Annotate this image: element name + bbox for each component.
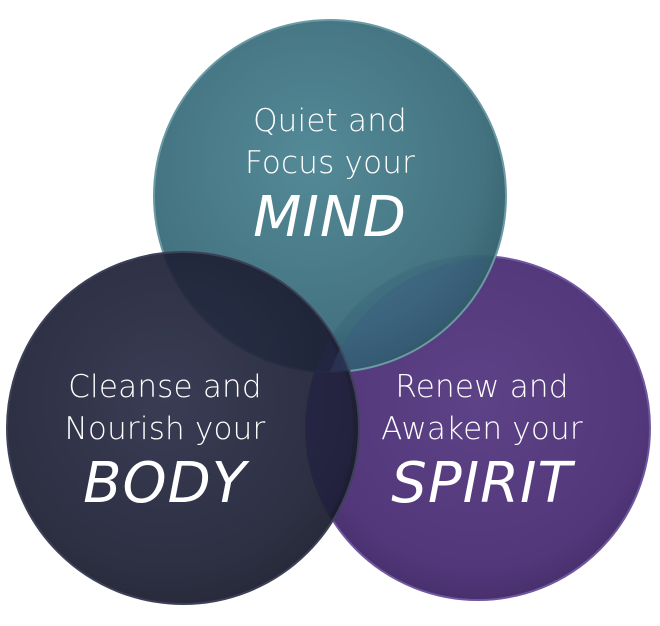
body-label: Cleanse and Nourish your BODY [40, 366, 290, 516]
spirit-line-1: Renew and [395, 369, 569, 405]
spirit-line-2: Awaken your [381, 411, 583, 447]
body-emphasis: BODY [83, 451, 247, 516]
spirit-emphasis: SPIRIT [391, 451, 573, 516]
mind-line-1: Quiet and [253, 103, 407, 139]
body-circle [6, 251, 360, 605]
mind-emphasis: MIND [253, 185, 407, 250]
spirit-label: Renew and Awaken your SPIRIT [357, 366, 607, 516]
body-line-2: Nourish your [64, 411, 266, 447]
body-spirit-overlap [305, 340, 354, 516]
body-line-1: Cleanse and [68, 369, 262, 405]
mind-label: Quiet and Focus your MIND [205, 100, 455, 250]
mind-spirit-overlap [330, 258, 487, 372]
mind-line-2: Focus your [244, 145, 416, 181]
